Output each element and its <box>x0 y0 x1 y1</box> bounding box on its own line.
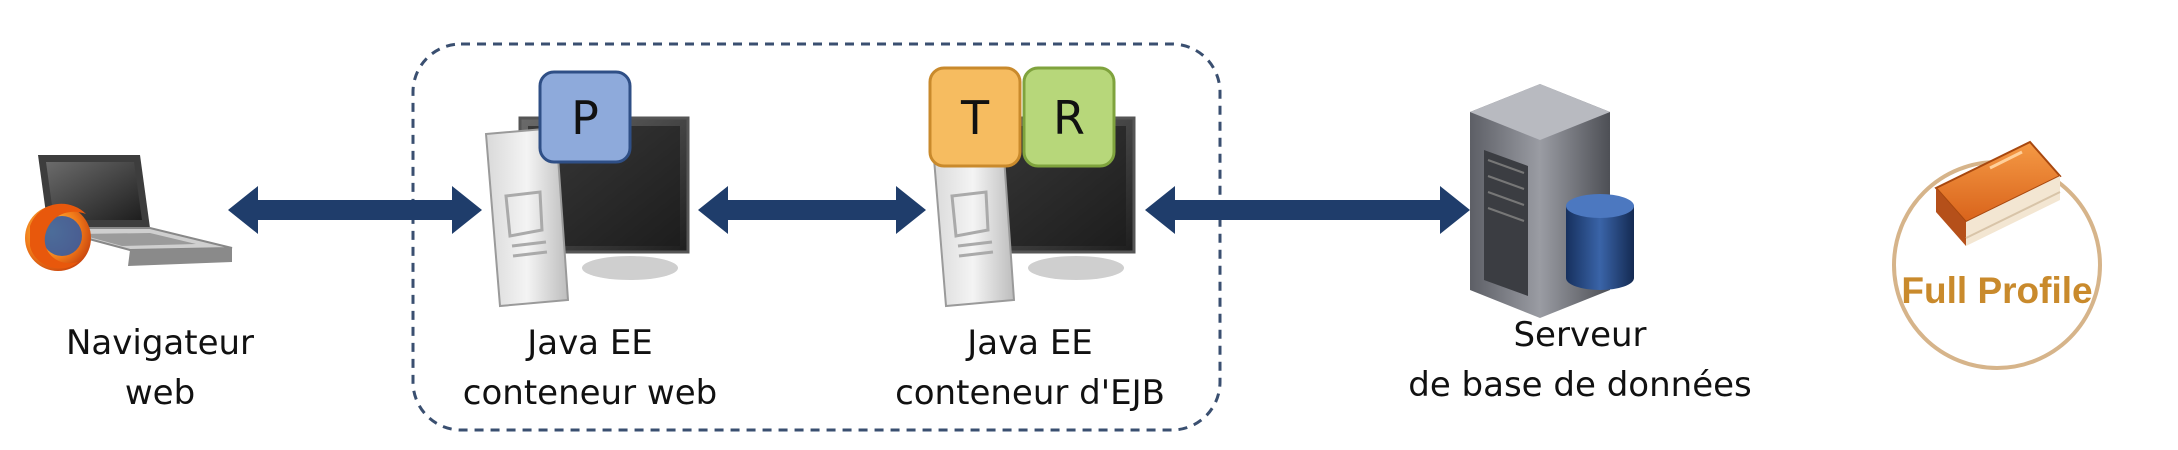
web-container-label-line2: conteneur web <box>462 373 718 413</box>
web-container-label: Java EE conteneur web <box>440 318 740 418</box>
badge-p: P <box>538 70 632 164</box>
java-ee-boundary <box>411 42 1222 432</box>
badge-p-letter: P <box>571 91 599 145</box>
badge-t: T <box>928 66 1022 168</box>
badge-r-letter: R <box>1053 91 1085 145</box>
arrow-browser-web <box>228 186 482 234</box>
arrow-ejb-db <box>1145 186 1470 234</box>
db-server-label-line2: de base de données <box>1408 365 1752 405</box>
arrow-web-ejb <box>698 186 926 234</box>
db-server-label-line1: Serveur <box>1513 315 1647 355</box>
book-icon <box>1934 140 2062 246</box>
ejb-container-label-line2: conteneur d'EJB <box>895 373 1165 413</box>
badge-t-letter: T <box>960 91 990 145</box>
firefox-icon <box>25 203 91 271</box>
ejb-container-label: Java EE conteneur d'EJB <box>880 318 1180 418</box>
web-container-label-line1: Java EE <box>527 323 653 363</box>
browser-label-line2: web <box>124 373 196 413</box>
db-server-label: Serveur de base de données <box>1380 310 1780 410</box>
full-profile-label: Full Profile <box>1901 270 2092 311</box>
ejb-container-label-line1: Java EE <box>967 323 1093 363</box>
badge-r: R <box>1022 66 1116 168</box>
database-icon <box>1566 194 1634 290</box>
full-profile-badge: Full Profile <box>1892 140 2102 370</box>
browser-label: Navigateur web <box>20 318 300 418</box>
browser-label-line1: Navigateur <box>65 323 255 363</box>
